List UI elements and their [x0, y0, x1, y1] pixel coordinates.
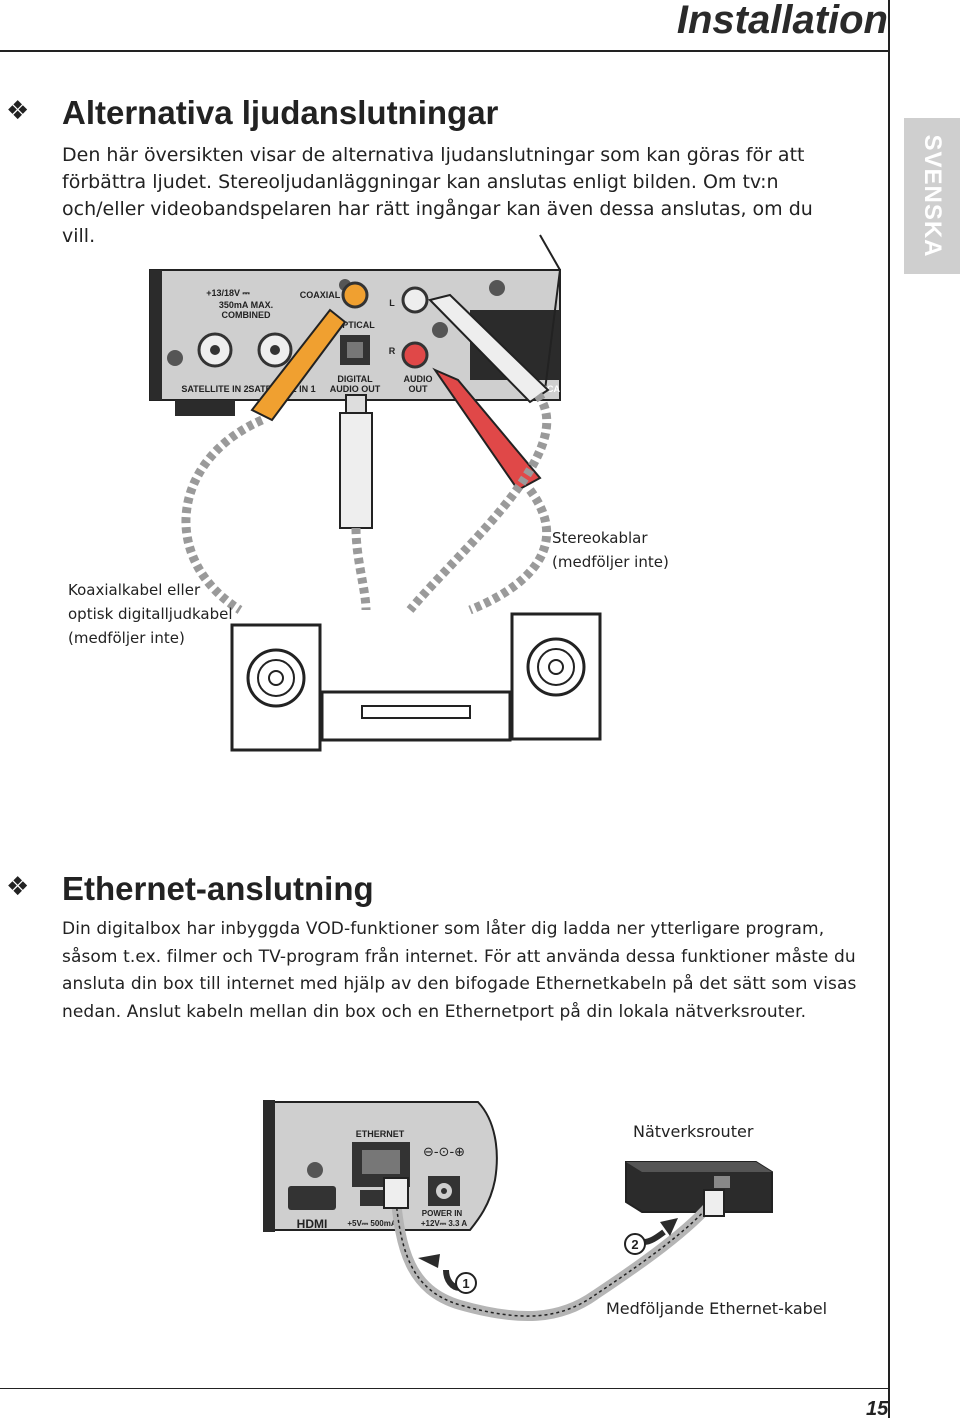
page-header-title: Installation — [676, 0, 888, 42]
screw-icon — [167, 350, 183, 366]
network-router — [625, 1161, 773, 1213]
speaker-right — [510, 612, 602, 741]
section-heading-audio: Alternativa ljudanslutningar — [62, 94, 499, 131]
panel-label-usb: +5V⎓ 500mA — [347, 1219, 397, 1228]
section-heading-ethernet: Ethernet-anslutning — [62, 870, 374, 907]
ethernet-connection-diagram: ETHERNET HDMI +5V⎓ 500mA POWER IN +12V⎓ … — [263, 1100, 773, 1322]
optical-cable — [351, 527, 371, 611]
screw-icon — [307, 1162, 323, 1178]
callout-coaxial-line-3: (medföljer inte) — [68, 629, 185, 647]
audio-out-right-port — [401, 341, 429, 369]
panel-label-ethernet: ETHERNET — [356, 1129, 405, 1139]
callout-coaxial-line-1: Koaxialkabel eller — [68, 581, 201, 599]
usb-port — [360, 1190, 390, 1206]
ethernet-plug-router — [703, 1189, 725, 1217]
callout-stereo-line-2: (medföljer inte) — [552, 553, 669, 571]
panel-label-digital: DIGITAL — [337, 374, 373, 384]
coaxial-cable — [181, 415, 264, 614]
panel-label-right: R — [389, 346, 396, 356]
speaker-left — [230, 623, 322, 752]
stereo-plug-white — [428, 293, 550, 404]
audio-connection-diagram: +13/18V ⎓ 350mA MAX. COMBINED COAXIAL OP… — [149, 234, 602, 752]
polarity-icon: ⊖-⊙-⊕ — [423, 1145, 465, 1160]
audio-out-left-port — [401, 286, 429, 314]
panel-label-left: L — [389, 298, 395, 308]
step-2-label: 2 — [631, 1237, 638, 1252]
bullet-diamond-icon: ❖ — [6, 96, 30, 126]
panel-label-power-in: POWER IN — [422, 1209, 463, 1218]
screw-icon — [489, 280, 505, 296]
optical-plug — [339, 394, 373, 529]
panel-label-combined: COMBINED — [222, 310, 271, 320]
page-number: 15 — [866, 1398, 889, 1420]
panel-label-current: 350mA MAX. — [219, 300, 273, 310]
hdmi-port — [288, 1186, 336, 1210]
stereo-amplifier — [320, 690, 512, 742]
step-1-label: 1 — [462, 1276, 469, 1291]
language-tab: SVENSKA — [904, 118, 960, 274]
ethernet-plug-box — [383, 1177, 409, 1209]
panel-label-optical: OPTICAL — [335, 320, 375, 330]
panel-label-digital-audio-out: AUDIO OUT — [330, 384, 381, 394]
panel-label-coaxial: COAXIAL — [300, 290, 341, 300]
stereo-plug-red — [432, 367, 542, 492]
stereo-cable-red — [468, 487, 552, 615]
panel-label-power: +13/18V ⎓ — [206, 288, 250, 298]
stereo-cable-white — [406, 392, 552, 613]
language-tab-label: SVENSKA — [919, 134, 946, 258]
step-1-marker: 1 — [455, 1272, 477, 1294]
receiver-back-panel: +13/18V ⎓ 350mA MAX. COMBINED COAXIAL OP… — [149, 234, 562, 416]
coaxial-port — [341, 281, 369, 309]
callout-stereo-line-1: Stereokablar — [552, 529, 648, 547]
ethernet-cable — [390, 1189, 718, 1322]
coaxial-plug — [250, 308, 347, 422]
header-rule — [0, 50, 888, 52]
cable-label: Medföljande Ethernet-kabel — [606, 1299, 828, 1318]
section-body-ethernet: Din digitalbox har inbyggda VOD-funktion… — [62, 919, 857, 1022]
router-label: Nätverksrouter — [633, 1122, 754, 1141]
panel-label-sat-in-2: SATELLITE IN 2 — [181, 384, 248, 394]
router-ethernet-port — [714, 1176, 730, 1188]
step-2-marker: 2 — [624, 1233, 646, 1255]
panel-label-audio: AUDIO — [404, 374, 433, 384]
section-body-audio: Den här översikten visar de alternativa … — [62, 144, 813, 247]
bullet-diamond-icon: ❖ — [6, 872, 30, 902]
panel-label-hdmi: HDMI — [297, 1217, 328, 1231]
footer-rule — [0, 1388, 888, 1389]
screw-icon — [432, 322, 448, 338]
panel-label-out: OUT — [409, 384, 429, 394]
receiver-ethernet-panel: ETHERNET HDMI +5V⎓ 500mA POWER IN +12V⎓ … — [263, 1100, 498, 1232]
panel-label-power-rating: +12V⎓ 3.3 A — [421, 1219, 468, 1228]
callout-coaxial-line-2: optisk digitalljudkabel — [68, 605, 233, 623]
margin-rule — [888, 0, 890, 1418]
